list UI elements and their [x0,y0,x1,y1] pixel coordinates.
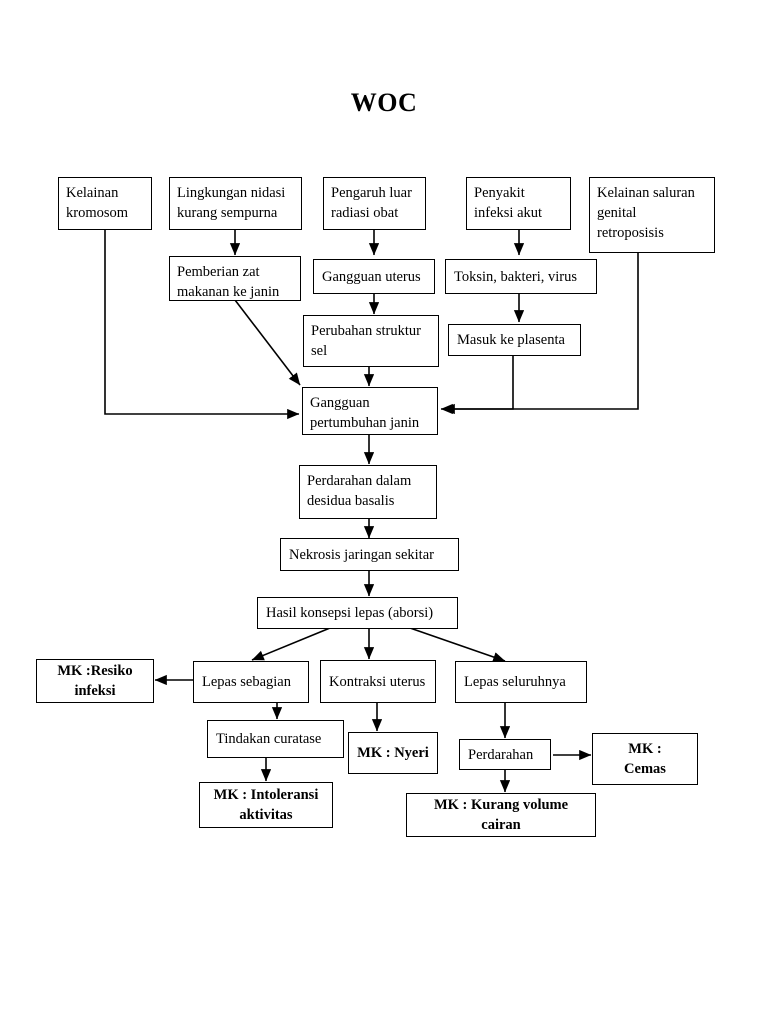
page-title: WOC [350,88,418,117]
node-mk-resiko-infeksi[interactable]: MK :Resiko infeksi [36,659,154,703]
node-kontraksi-uterus[interactable]: Kontraksi uterus [320,660,436,703]
node-lepas-sebagian[interactable]: Lepas sebagian [193,661,309,703]
node-pemberian-zat[interactable]: Pemberian zat makanan ke janin [169,256,301,301]
node-lingkungan-nidasi[interactable]: Lingkungan nidasi kurang sempurna [169,177,302,230]
node-mk-cemas[interactable]: MK : Cemas [592,733,698,785]
node-masuk-ke-plasenta[interactable]: Masuk ke plasenta [448,324,581,356]
node-gangguan-uterus[interactable]: Gangguan uterus [313,259,435,294]
node-pengaruh-luar[interactable]: Pengaruh luar radiasi obat [323,177,426,230]
node-kelainan-saluran[interactable]: Kelainan saluran genital retroposisis [589,177,715,253]
node-nekrosis-jaringan-sekitar[interactable]: Nekrosis jaringan sekitar [280,538,459,571]
node-gangguan-pertumbuhan-janin[interactable]: Gangguan pertumbuhan janin [302,387,438,435]
node-perubahan-struktur-sel[interactable]: Perubahan struktur sel [303,315,439,367]
node-penyakit-infeksi[interactable]: Penyakit infeksi akut [466,177,571,230]
edge-hasil-to-lepas-seluruhnya [409,627,506,662]
node-mk-nyeri[interactable]: MK : Nyeri [348,732,438,774]
node-toksin-bakteri-virus[interactable]: Toksin, bakteri, virus [445,259,597,294]
node-perdarahan-desidua-basalis[interactable]: Perdarahan dalam desidua basalis [299,465,437,519]
edge-hasil-to-lepas-sebagian [251,627,331,661]
node-kelainan-kromosom[interactable]: Kelainan kromosom [58,177,152,230]
node-tindakan-curatase[interactable]: Tindakan curatase [207,720,344,758]
node-lepas-seluruhnya[interactable]: Lepas seluruhnya [455,661,587,703]
edge-plasenta-to-gangguan-janin [440,356,514,415]
node-perdarahan[interactable]: Perdarahan [459,739,551,770]
node-hasil-konsepsi-lepas[interactable]: Hasil konsepsi lepas (aborsi) [257,597,458,629]
edge-pemberian-to-gangguan-janin [234,299,301,386]
node-mk-kurang-volume-cairan[interactable]: MK : Kurang volume cairan [406,793,596,837]
node-mk-intoleransi-aktivitas[interactable]: MK : Intoleransi aktivitas [199,782,333,828]
